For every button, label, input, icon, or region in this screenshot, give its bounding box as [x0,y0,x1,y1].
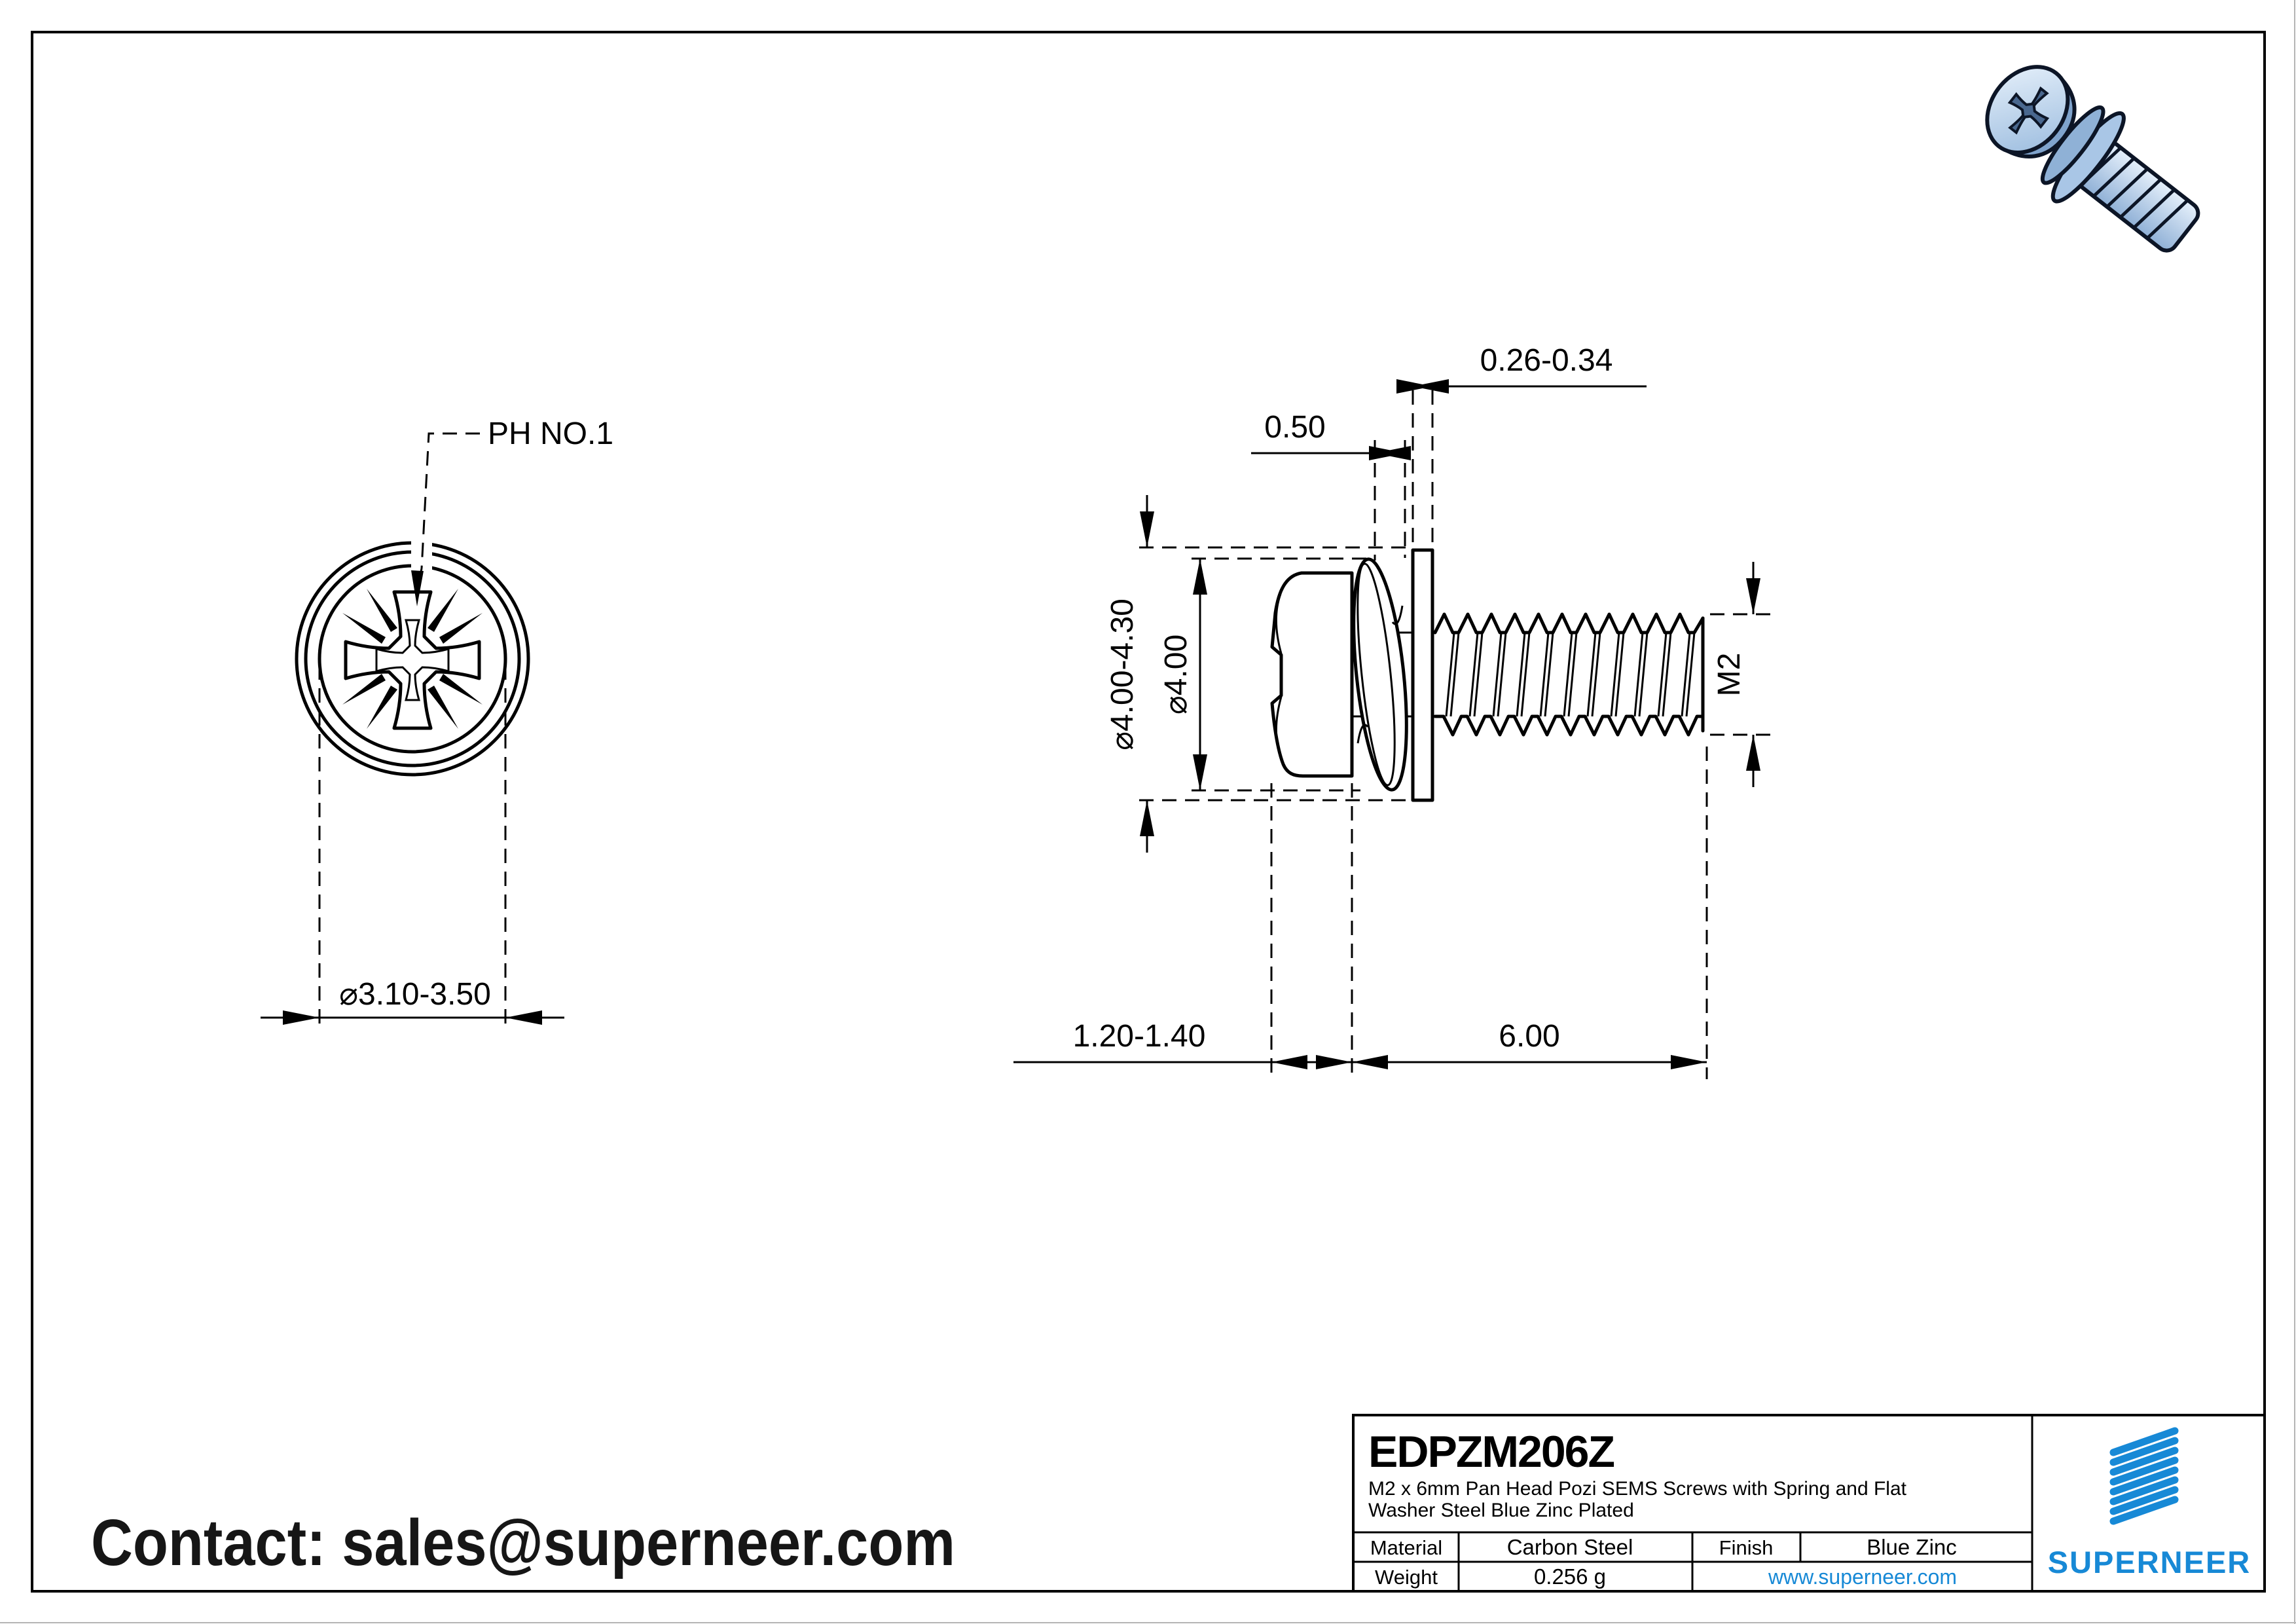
logo-stripes-icon [2109,1427,2179,1525]
side-view: 0.50 0.26-0.34 ⌀4.00-4.30 ⌀4.00 [1013,343,1772,1079]
description-line2: Washer Steel Blue Zinc Plated [1368,1500,1634,1521]
website-link[interactable]: www.superneer.com [1768,1565,1957,1589]
dim-spring-od: ⌀4.00 [1159,559,1207,790]
thread-top-profile [1433,612,1705,635]
title-block: EDPZM206Z M2 x 6mm Pan Head Pozi SEMS Sc… [1352,1414,2266,1593]
material-value: Carbon Steel [1507,1535,1633,1559]
thread-helix-lines [1445,632,1696,717]
washer-od-dim: ⌀4.00-4.30 [1105,599,1140,750]
drive-leader-line [420,432,480,569]
pozi-cross-inner [375,619,450,701]
washer-thickness-dim: 0.26-0.34 [1480,343,1613,378]
dim-thread-spec: M2 [1712,562,1760,787]
render-pozi-cross [2007,86,2050,135]
thread-length-dim: 6.00 [1499,1019,1559,1054]
pozi-cross-outer [344,590,481,730]
dim-arrow [505,1010,542,1025]
finish-value: Blue Zinc [1867,1535,1957,1559]
spring-thickness-dim: 0.50 [1264,410,1325,445]
spring-split-hooks [1357,605,1404,744]
pan-head-profile [1270,571,1354,778]
spring-washer-inner [1357,563,1396,786]
render-thread-ridges [2079,146,2189,240]
spring-od-dim: ⌀4.00 [1159,635,1194,714]
thread-spec-dim: M2 [1712,653,1747,697]
head-height-dim: 1.20-1.40 [1073,1019,1206,1054]
contact-email-text: Contact: sales@superneer.com [91,1506,955,1579]
drive-type-label: PH NO.1 [488,416,613,451]
spring-washer [1352,557,1408,792]
description-line1: M2 x 6mm Pan Head Pozi SEMS Screws with … [1368,1478,1907,1500]
drive-leader-arrow [411,570,424,606]
brand-logo: SUPERNEER [2048,1427,2251,1579]
dim-head-height: 1.20-1.40 [1013,1019,1352,1069]
dim-spring-thickness: 0.50 [1251,410,1411,460]
part-number: EDPZM206Z [1368,1427,1614,1477]
weight-value: 0.256 g [1534,1564,1606,1589]
weight-label: Weight [1375,1566,1438,1589]
extension-lines [1139,390,1772,1079]
brand-name: SUPERNEER [2048,1545,2251,1579]
recess-profile-arcs [1275,593,1283,757]
front-view: PH NO.1 ⌀3.10-3.50 [261,416,613,1031]
dim-arrow [283,1010,319,1025]
head-diameter-dim: ⌀3.10-3.50 [339,977,491,1012]
screw-3d-render [1985,65,2200,253]
material-label: Material [1370,1536,1442,1559]
dim-washer-thickness: 0.26-0.34 [1396,343,1647,394]
dim-washer-od: ⌀4.00-4.30 [1105,495,1154,853]
flat-washer [1411,548,1434,802]
thread-bottom-profile [1433,714,1705,737]
finish-label: Finish [1719,1536,1774,1559]
dim-thread-length: 6.00 [1352,1019,1707,1069]
